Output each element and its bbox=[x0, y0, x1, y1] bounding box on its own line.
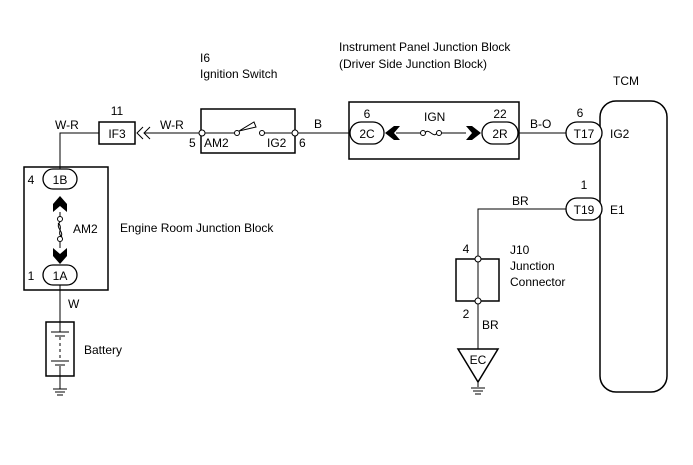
ignition-switch-ig2: IG2 bbox=[267, 136, 287, 150]
connector-t17-pin: 6 bbox=[577, 106, 584, 120]
terminal-arrow-up-icon bbox=[53, 196, 67, 212]
engine-room-jb-frame bbox=[23, 166, 109, 291]
connector-2c bbox=[349, 121, 385, 145]
ground-ec-triangle-icon bbox=[456, 348, 500, 384]
j10-line2: Connector bbox=[510, 275, 565, 289]
ignition-switch-pin-5: 5 bbox=[189, 136, 196, 150]
tcm-frame bbox=[599, 100, 668, 393]
ignition-switch: I6 Ignition Switch AM2 IG2 5 6 bbox=[189, 51, 306, 154]
j10-line1: Junction bbox=[510, 259, 555, 273]
j10-pin-2-node bbox=[474, 297, 482, 305]
j10-pin-2: 2 bbox=[463, 307, 470, 321]
connector-1b-label: 1B bbox=[53, 173, 68, 187]
ignition-switch-id: I6 bbox=[200, 51, 210, 65]
wire-b-label: B bbox=[314, 117, 322, 131]
wire-w-r-left-label: W-R bbox=[55, 118, 79, 132]
switch-contact-icon bbox=[238, 121, 257, 132]
connector-t17-label: T17 bbox=[574, 127, 595, 141]
battery: Battery bbox=[45, 321, 122, 396]
terminal-arrow-right-icon bbox=[466, 126, 481, 140]
connector-2c-label: 2C bbox=[359, 127, 375, 141]
connector-t17 bbox=[565, 121, 603, 145]
terminal-arrow-left-icon bbox=[385, 126, 400, 140]
fuse-ign-label: IGN bbox=[424, 110, 445, 124]
tcm-name: TCM bbox=[613, 74, 639, 88]
wire-w-r-left bbox=[59, 132, 99, 169]
connector-t19-pin: 1 bbox=[581, 178, 588, 192]
tcm-ig2-label: IG2 bbox=[610, 127, 630, 141]
instrument-panel-junction-block: Instrument Panel Junction Block (Driver … bbox=[339, 40, 520, 160]
tcm-e1-label: E1 bbox=[610, 203, 625, 217]
connector-if3-pin: 11 bbox=[111, 104, 124, 118]
pin-6-node bbox=[291, 129, 299, 137]
j10-pin-4-node bbox=[474, 255, 482, 263]
engine-room-jb-name: Engine Room Junction Block bbox=[120, 221, 274, 235]
wire-br-top bbox=[477, 208, 566, 259]
engine-room-junction-block: 1B 4 AM2 1A 1 bbox=[23, 166, 109, 291]
connector-1a-label: 1A bbox=[53, 269, 68, 283]
terminal-arrow-down-icon bbox=[53, 248, 67, 264]
tcm: TCM T17 6 IG2 T19 1 E1 bbox=[565, 74, 668, 393]
connector-if3 bbox=[98, 121, 136, 145]
connector-1b-pin: 4 bbox=[28, 173, 35, 187]
ignition-switch-pin-6: 6 bbox=[299, 136, 306, 150]
ignition-switch-name: Ignition Switch bbox=[200, 67, 277, 81]
connector-2r-pin: 22 bbox=[493, 107, 507, 121]
wire-br-top-label: BR bbox=[512, 194, 529, 208]
connector-2r-label: 2R bbox=[492, 127, 508, 141]
fuse-am2-label: AM2 bbox=[73, 222, 98, 236]
j10-pin-4: 4 bbox=[463, 242, 470, 256]
connector-if3-label: IF3 bbox=[108, 127, 126, 141]
connector-t19-label: T19 bbox=[574, 203, 595, 217]
junction-connector-j10: 4 2 J10 Junction Connector bbox=[455, 242, 565, 321]
ignition-switch-am2: AM2 bbox=[204, 136, 229, 150]
wire-w-label: W bbox=[68, 297, 80, 311]
ip-jb-subname: (Driver Side Junction Block) bbox=[339, 57, 487, 71]
wire-br-bottom-label: BR bbox=[482, 318, 499, 332]
ground-ec-label: EC bbox=[470, 353, 487, 367]
ground-ec: EC bbox=[456, 348, 500, 395]
ip-jb-name: Instrument Panel Junction Block bbox=[339, 40, 511, 54]
connector-2c-pin: 6 bbox=[364, 107, 371, 121]
fuse-ign-icon bbox=[424, 130, 438, 136]
wire-b-o-label: B-O bbox=[530, 117, 551, 131]
battery-label: Battery bbox=[84, 343, 122, 357]
ip-jb-frame bbox=[348, 101, 520, 160]
wire-w-r-right-label: W-R bbox=[160, 118, 184, 132]
j10-id: J10 bbox=[510, 243, 530, 257]
connector-1a-pin: 1 bbox=[28, 269, 35, 283]
